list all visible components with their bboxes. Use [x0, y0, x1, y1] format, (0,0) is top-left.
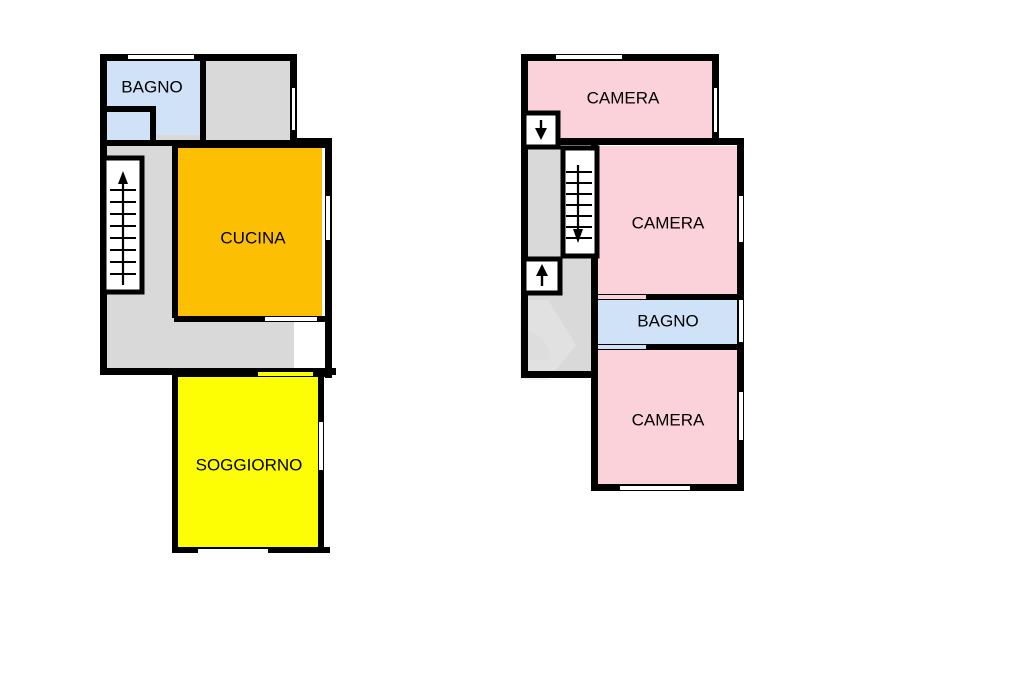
door-cucina-bottom — [265, 317, 317, 321]
room-fill-ingresso-pt — [200, 60, 296, 138]
wall-cucina-left — [172, 142, 178, 322]
room-label-camera-3: CAMERA — [632, 410, 705, 429]
window-soggiorno-bottom — [198, 549, 268, 553]
room-label-camera-1: CAMERA — [587, 88, 660, 107]
window-camera-1-right — [714, 88, 717, 132]
wall-p1-inner-left — [591, 142, 598, 490]
window-ingresso-pt — [292, 88, 295, 130]
window-bagno-pt — [128, 55, 194, 59]
door-bagno-p1-bottom — [598, 345, 646, 349]
stair-pt — [101, 155, 145, 295]
wall-pt-step-right — [290, 138, 332, 145]
direction-marker-up-head — [536, 264, 548, 276]
door-cucina-left — [154, 318, 174, 322]
stair-pt-treads — [110, 189, 136, 275]
wall-bagno-pt-right — [200, 60, 206, 140]
direction-marker-up — [521, 256, 563, 296]
window-camera-2-right — [739, 196, 743, 242]
wall-cucina-bottom — [172, 316, 327, 322]
wall-bagno-p1-bottom — [594, 344, 742, 350]
stair-p1 — [560, 145, 600, 259]
window-bagno-p1-right — [739, 300, 743, 342]
wall-bagno-p1-top — [594, 294, 742, 300]
window-camera-1-top — [556, 55, 622, 59]
direction-marker-down — [521, 110, 561, 150]
wall-bagno-pt-annex-right — [150, 106, 156, 146]
stair-p1-body — [560, 145, 600, 259]
ground-floor-plan: BAGNO CUCINA SOGGIORNO — [100, 54, 336, 553]
stair-pt-arrow-head — [118, 171, 128, 184]
window-soggiorno-right — [319, 422, 323, 470]
door-bagno-p1-top — [598, 295, 646, 299]
room-label-soggiorno: SOGGIORNO — [196, 455, 303, 474]
wall-camera2-top — [594, 138, 744, 145]
room-fill-bagno-pt-annex — [106, 111, 154, 145]
room-label-camera-2: CAMERA — [632, 213, 705, 232]
window-camera-3-bottom — [620, 486, 690, 490]
first-floor-openings — [556, 55, 743, 490]
ground-floor-openings — [128, 55, 330, 553]
room-label-bagno-p1: BAGNO — [637, 311, 698, 330]
wall-pt-right-lower — [325, 138, 332, 378]
wall-soggiorno-top — [172, 371, 330, 377]
stair-p1-treads — [566, 171, 592, 239]
wall-p1-corridor-bottom — [521, 371, 595, 378]
wall-soggiorno-left — [172, 371, 178, 553]
direction-marker-down-head — [535, 128, 547, 140]
room-fill-camera-3 — [597, 350, 739, 487]
window-cucina-right — [326, 196, 330, 240]
stair-p1-arrow-head — [573, 229, 583, 243]
room-fill-cucina — [176, 146, 322, 318]
room-fill-camera-2 — [597, 146, 739, 294]
wall-pt-top — [100, 54, 297, 61]
wall-p1-left — [521, 54, 528, 378]
room-label-bagno-pt: BAGNO — [121, 77, 182, 96]
room-fill-soggiorno — [177, 377, 322, 549]
window-camera-3-right — [739, 392, 743, 440]
wall-bagno-pt-annex-top — [106, 106, 156, 112]
room-label-cucina: CUCINA — [220, 228, 286, 247]
door-soggiorno-top — [258, 372, 313, 376]
wall-cucina-top — [172, 142, 327, 148]
first-floor-plan: CAMERA CAMERA BAGNO CAMERA — [520, 54, 744, 491]
room-fill-bagno-p1 — [597, 300, 739, 344]
